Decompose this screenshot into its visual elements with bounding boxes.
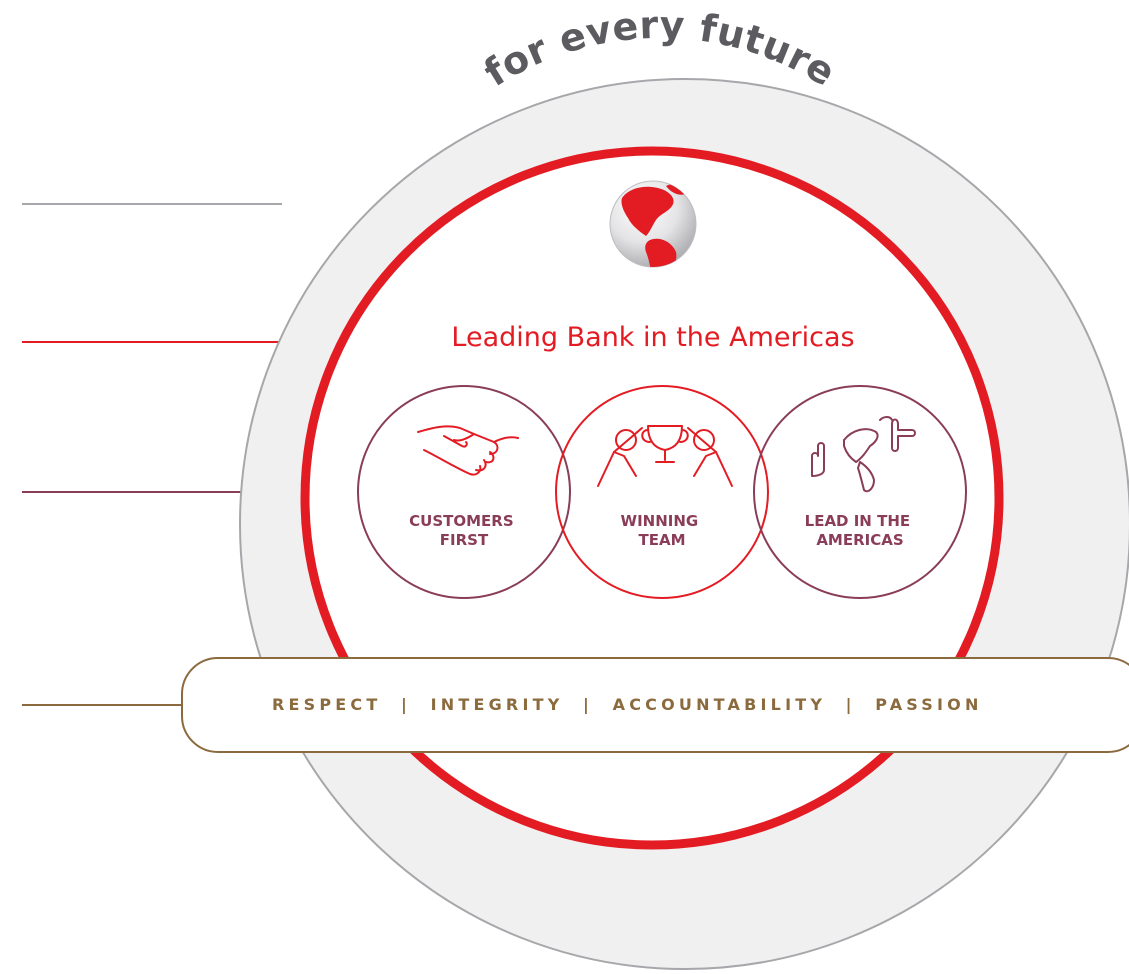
vision-title: Leading Bank in the Americas <box>451 322 854 353</box>
pillar-label-customers: CUSTOMERS FIRST <box>409 512 519 549</box>
trophy-team-icon <box>597 425 733 487</box>
pillar-circle-customers <box>357 385 571 599</box>
handshake-icon <box>417 425 519 476</box>
pillar-circle-americas <box>753 385 967 599</box>
pillar-label-americas: LEAD IN THE AMERICAS <box>805 512 916 549</box>
americas-map-icon <box>811 416 916 493</box>
globe-americas-icon <box>609 180 697 268</box>
values-banner <box>181 657 1129 753</box>
values-text: RESPECT | INTEGRITY | ACCOUNTABILITY | P… <box>272 695 983 715</box>
pillar-circle-team <box>555 385 769 599</box>
pillar-label-team: WINNING TEAM <box>621 512 704 549</box>
